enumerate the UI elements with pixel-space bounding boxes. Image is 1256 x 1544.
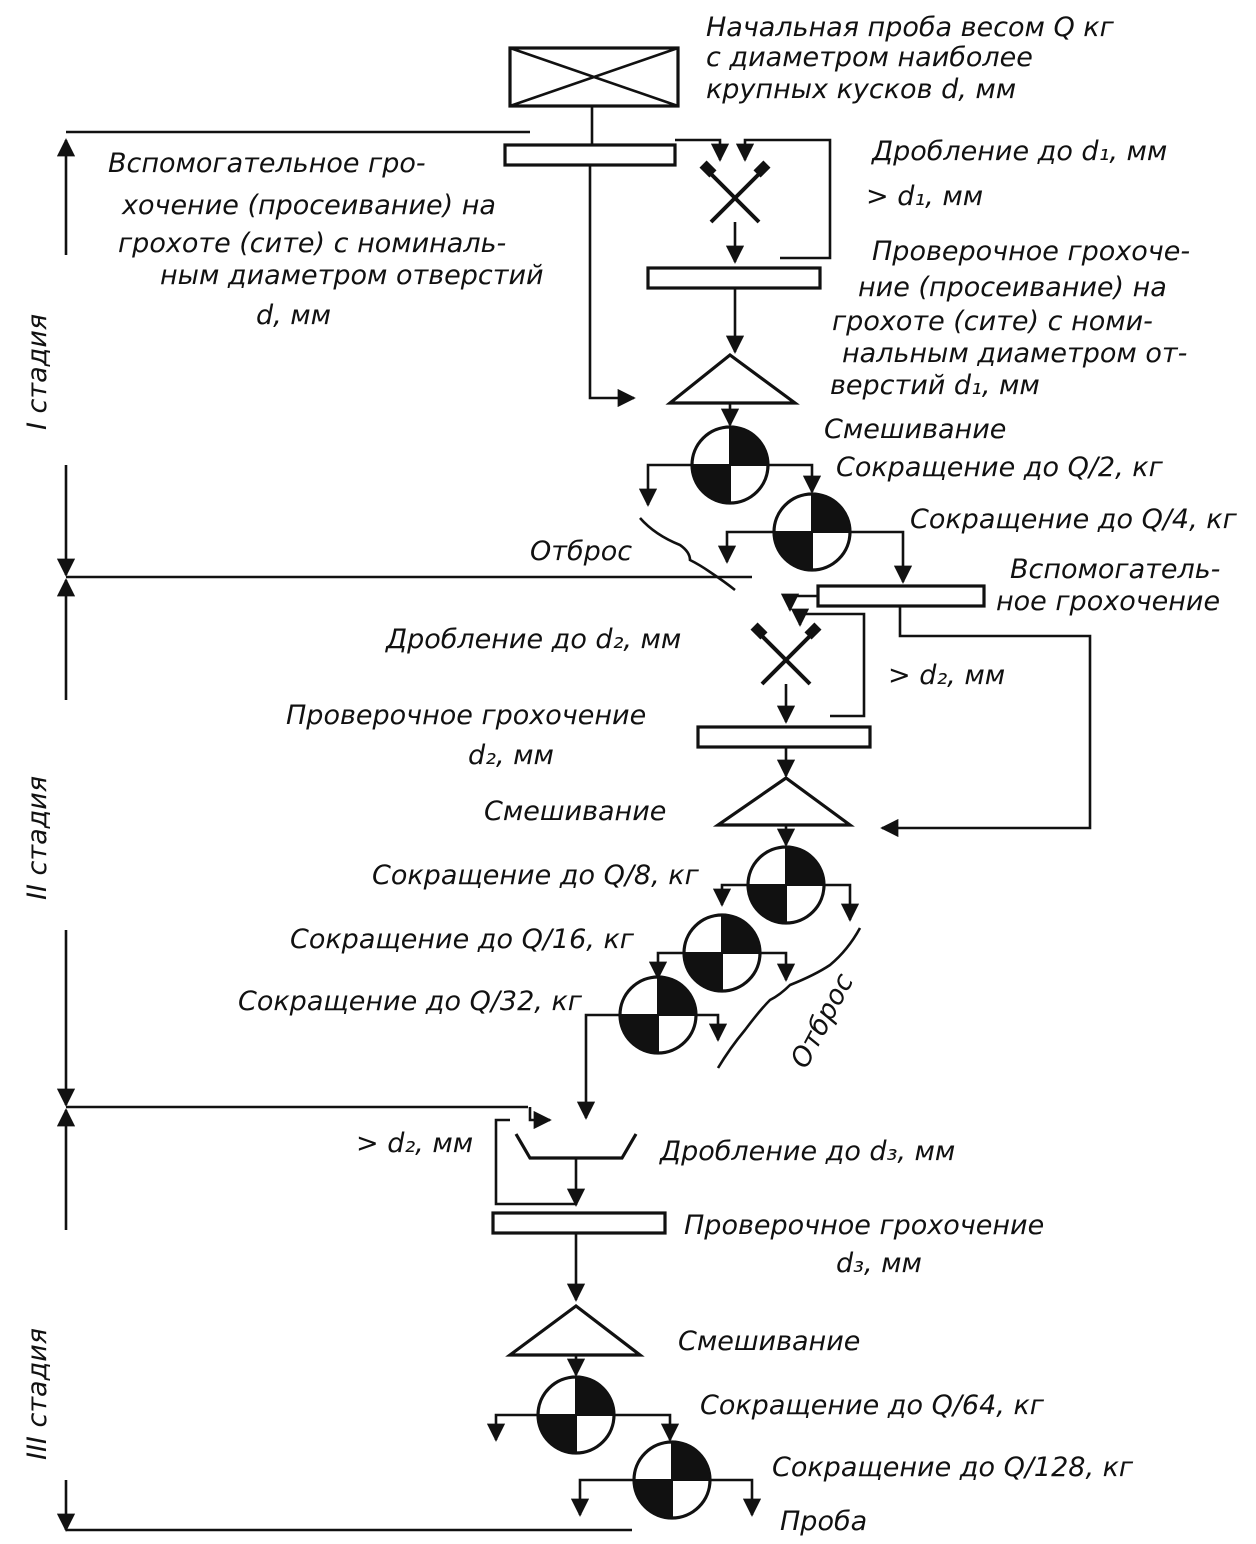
divider-q64: [536, 1375, 616, 1455]
divider-q8: [746, 845, 826, 925]
oversize-d2-b-label: > d₂, мм: [356, 1128, 473, 1159]
aux-screening-1-line-3: грохоте (сите) с номиналь-: [118, 228, 506, 259]
mixing-cone-2: [712, 776, 855, 827]
aux-screen-2: [816, 584, 986, 608]
aux-screening-2-line-1: Вспомогатель-: [1010, 554, 1220, 585]
check-screening-3-line-1: Проверочное грохочение: [684, 1210, 1044, 1241]
reduction-q128-label: Сокращение до Q/128, кг: [772, 1452, 1134, 1483]
mixing-2-label: Смешивание: [484, 796, 666, 827]
initial-sample-box: [508, 46, 680, 108]
check-screen-1: [646, 266, 822, 290]
aux-screening-1-line-1: Вспомогательное гро-: [108, 148, 426, 179]
reject-2-label: Отброс: [785, 968, 860, 1073]
reject-brace-2: [716, 927, 862, 1069]
aux-screening-1-line-5: d, мм: [256, 300, 331, 331]
stage-1-label: I стадия: [22, 314, 53, 430]
aux-screening-2-line-2: ное грохочение: [996, 586, 1220, 617]
reduction-q8-label: Сокращение до Q/8, кг: [372, 860, 700, 891]
check-screening-2-line-1: Проверочное грохочение: [286, 700, 646, 731]
mixing-1-label: Смешивание: [824, 414, 1006, 445]
mixing-cone-3: [505, 1303, 645, 1357]
stage-2-flow: [576, 584, 1092, 1120]
oversize-d1-label: > d₁, мм: [866, 181, 983, 212]
check-screen-3: [491, 1211, 667, 1235]
initial-sample-line-2: с диаметром наиболее: [706, 42, 1033, 73]
divider-q128: [632, 1440, 712, 1520]
reduction-q4-label: Сокращение до Q/4, кг: [910, 504, 1238, 535]
crushing-d1-label: Дробление до d₁, мм: [871, 136, 1167, 167]
reduction-q16-label: Сокращение до Q/16, кг: [290, 924, 635, 955]
check-screening-1-line-1: Проверочное грохоче-: [872, 236, 1190, 267]
check-screening-1-line-2: ние (просеивание) на: [858, 272, 1167, 303]
reduction-q32-label: Сокращение до Q/32, кг: [238, 986, 583, 1017]
oversize-d2-label: > d₂, мм: [888, 660, 1005, 691]
check-screening-2-line-2: d₂, мм: [468, 740, 554, 771]
check-screening-3-line-2: d₃, мм: [836, 1248, 922, 1279]
stage-3-label: III стадия: [22, 1328, 53, 1460]
divider-q2: [690, 425, 770, 505]
crusher-2: [748, 620, 824, 686]
check-screening-1-line-5: верстий d₁, мм: [830, 370, 1040, 401]
check-screening-1-line-3: грохоте (сите) с номи-: [832, 306, 1153, 337]
crushing-d2-label: Дробление до d₂, мм: [385, 624, 681, 655]
divider-q4: [772, 492, 852, 572]
crushing-d3-label: Дробление до d₃, мм: [659, 1136, 955, 1167]
check-screen-2: [696, 725, 872, 749]
stage-3-flow: [486, 1107, 762, 1520]
mixing-3-label: Смешивание: [678, 1326, 860, 1357]
reject-brace-1: [639, 517, 736, 592]
aux-screening-1-line-2: хочение (просеивание) на: [121, 190, 496, 221]
labels: Начальная проба весом Q кг с диаметром н…: [108, 12, 1238, 1537]
check-screening-1-line-4: нальным диаметром от-: [842, 338, 1187, 369]
aux-screen-1: [503, 143, 677, 167]
reject-1-label: Отброс: [530, 536, 632, 567]
aux-screening-1-line-4: ным диаметром отверстий: [160, 260, 544, 291]
mixing-cone-1: [665, 352, 800, 405]
divider-q16: [682, 913, 762, 993]
sample-label: Проба: [780, 1506, 867, 1537]
stage-1-flow: [503, 46, 913, 592]
stage-2-label: II стадия: [22, 776, 53, 900]
initial-sample-line-1: Начальная проба весом Q кг: [706, 12, 1115, 43]
initial-sample-line-3: крупных кусков d, мм: [706, 74, 1016, 105]
stage-brackets: I стадия II стадия III стадия: [22, 130, 752, 1532]
reduction-q2-label: Сокращение до Q/2, кг: [836, 452, 1164, 483]
crusher-1: [697, 158, 773, 224]
reduction-q64-label: Сокращение до Q/64, кг: [700, 1390, 1045, 1421]
divider-q32: [618, 975, 698, 1055]
crusher-3: [514, 1133, 638, 1160]
